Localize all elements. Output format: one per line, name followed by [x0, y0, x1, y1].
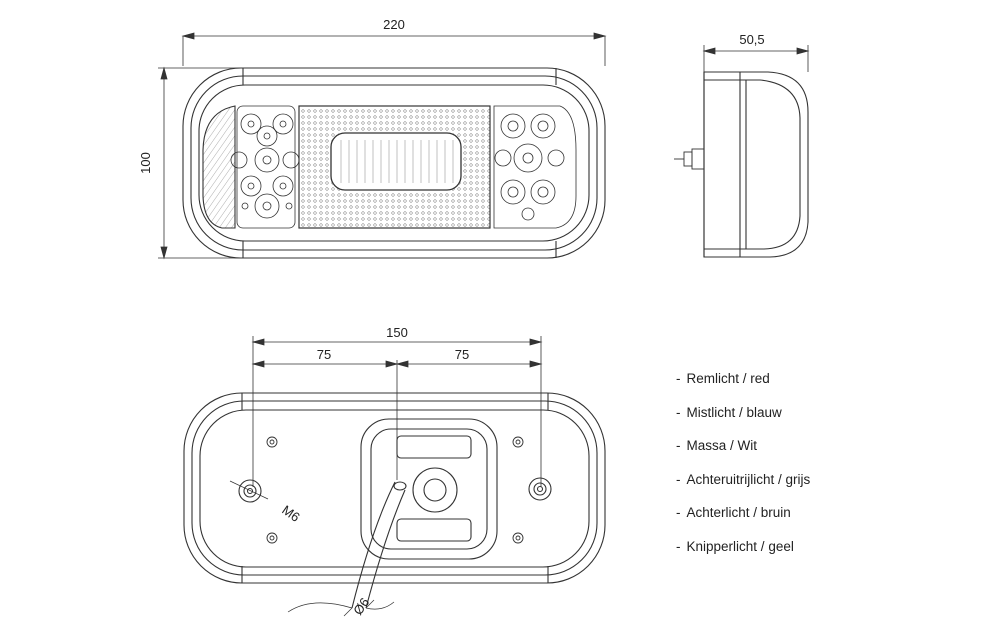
legend-item-name: Mistlicht: [686, 404, 736, 420]
legend-item-name: Massa: [686, 438, 727, 454]
width-dimension-label: 220: [383, 17, 405, 32]
legend-item: -Knipperlicht / geel: [676, 538, 794, 554]
right-lamp-cluster: [493, 105, 577, 229]
back-housing-outer: [183, 392, 606, 584]
legend-item: -Remlicht / red: [676, 371, 770, 386]
legend-item-name: Achteruitrijlicht: [686, 471, 775, 487]
height-dimension: [158, 66, 245, 260]
depth-dimension-label: 50,5: [739, 32, 764, 47]
legend-item-color: Wit: [737, 438, 758, 454]
width-dimension: [181, 32, 607, 66]
left-span-label: 75: [317, 347, 331, 362]
legend-item: -Mistlicht / blauw: [676, 404, 782, 420]
legend-item-name: Knipperlicht: [686, 538, 758, 554]
right-span-label: 75: [455, 347, 469, 362]
front-view: [158, 32, 607, 260]
back-view: [183, 336, 606, 617]
legend-item-color: geel: [768, 538, 794, 554]
depth-dimension: [702, 45, 810, 72]
front-reflector-ribs: [202, 105, 236, 229]
front-housing-outer: [182, 67, 606, 259]
height-dimension-label: 100: [138, 152, 153, 174]
legend-item-name: Remlicht: [686, 371, 740, 386]
cable: [351, 481, 396, 609]
left-lamp-cluster: [230, 105, 300, 229]
legend-item: -Massa / Wit: [676, 438, 758, 454]
connector-housing: [360, 418, 498, 560]
mounting-holes: [266, 436, 524, 544]
mounting-bolt-left: [229, 479, 269, 503]
center-light-bar: [330, 132, 462, 191]
bolt-size-label: M6: [279, 502, 302, 525]
cable-stub: [674, 148, 705, 170]
legend-item-color: grijs: [785, 471, 811, 487]
legend-item-color: blauw: [746, 404, 782, 420]
wiring-legend: -Remlicht / red -Mistlicht / blauw -Mass…: [676, 368, 810, 570]
side-housing: [703, 71, 809, 258]
legend-item-color: bruin: [760, 505, 791, 521]
mounting-bolt-right: [528, 477, 552, 501]
legend-item-color: red: [750, 371, 770, 386]
legend-item-name: Achterlicht: [686, 505, 750, 521]
legend-item: -Achteruitrijlicht / grijs: [676, 471, 811, 487]
legend-item: -Achterlicht / bruin: [676, 505, 791, 521]
side-view: [674, 45, 810, 258]
total-span-label: 150: [386, 325, 408, 340]
span-dimensions: [251, 336, 543, 487]
